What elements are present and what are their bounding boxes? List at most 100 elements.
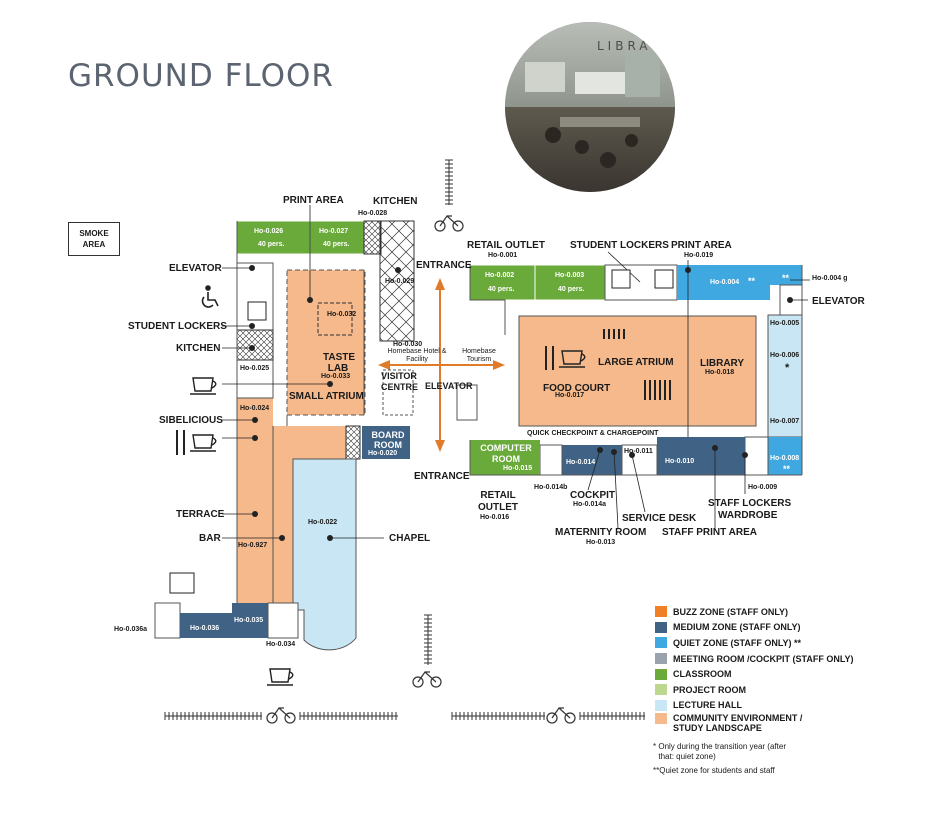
ho033-code: Ho-0.033 [321,373,351,380]
legend-label: LECTURE HALL [673,700,742,711]
cockpit-label: COCKPIT [570,490,615,501]
terrace-label: TERRACE [176,509,225,520]
small-atrium-label: SMALL ATRIUM [289,391,364,402]
legend: BUZZ ZONE (STAFF ONLY) MEDIUM ZONE (STAFF… [655,604,854,737]
chapel [292,458,357,651]
footnotes: * Only during the transition year (after… [653,742,798,776]
page-title: GROUND FLOOR [68,58,334,94]
terrace-bar [237,398,273,608]
room-ho035 [232,603,268,638]
legend-label: QUIET ZONE (STAFF ONLY) ** [673,637,802,648]
ho006-star: * [785,362,790,374]
legend-label: BUZZ ZONE (STAFF ONLY) [673,606,788,617]
ho036a-code: Ho-0.036a [114,626,148,633]
ho028-code: Ho-0.028 [358,210,388,217]
kitchen-top-label: KITCHEN [373,196,418,207]
legend-swatch [655,637,667,649]
large-atrium [518,315,757,427]
legend-item: MEETING ROOM /COCKPIT (STAFF ONLY) [655,651,854,667]
legend-item: PROJECT ROOM [655,682,854,698]
rooms-ho005-ho007 [767,314,803,438]
student-lockers-top-label: STUDENT LOCKERS [570,240,669,251]
ho029-code: Ho-0.029 [385,278,415,285]
service-desk-label: SERVICE DESK [622,513,697,524]
ho006-code: Ho-0.006 [770,352,800,359]
note-2-mark: ** [653,766,660,775]
legend-item: MEDIUM ZONE (STAFF ONLY) [655,620,854,636]
small-atrium [286,269,366,416]
wheelchair-icon [201,285,219,308]
room-ho008 [768,437,802,475]
ho016-code: Ho-0.016 [480,514,510,521]
legend-swatch [655,684,667,696]
ho014-code: Ho-0.014 [566,459,596,466]
legend-swatch [655,621,667,633]
homebase-hotel-label: Homebase Hotel & Facility [387,348,447,363]
legend-label: PROJECT ROOM [673,684,747,695]
ho027-cap: 40 pers. [323,241,350,248]
ho004-stars: ** [748,276,756,286]
ho035-code: Ho-0.035 [234,617,264,624]
restroom-icon [169,269,674,594]
board-room-label: BOARD ROOM [371,430,405,450]
ho010-code: Ho-0.010 [665,458,695,465]
ho032-code: Ho-0.032 [327,311,357,318]
photo-sign: LIBRA [597,39,652,53]
ho008-code: Ho-0.008 [770,455,800,462]
food-court-label: FOOD COURT [543,383,611,394]
staff-print-area-label: STAFF PRINT AREA [662,527,757,538]
room-ho002 [469,264,536,301]
ho002-code: Ho-0.002 [485,272,515,279]
ho030-code: Ho-0.030 [393,341,423,348]
homebase-tourism-label: Homebase Tourism [462,348,496,363]
ho002-cap: 40 pers. [488,286,515,293]
ho022-code: Ho-0.022 [308,519,338,526]
room-ho010 [657,437,745,475]
maternity-room-label: MATERNITY ROOM [555,527,647,538]
elevator-left-label: ELEVATOR [169,263,222,274]
library-photo: LIBRA [505,22,675,192]
ho019-code: Ho-0.019 [684,252,714,259]
ho011-code: Ho-0.011 [624,448,653,455]
ho026-code: Ho-0.026 [254,228,284,235]
ho024-code: Ho-0.024 [240,405,270,412]
student-lockers-left-label: STUDENT LOCKERS [128,321,227,332]
ho025-code: Ho-0.025 [240,365,270,372]
legend-item: LECTURE HALL [655,698,854,714]
computer-room-label: COMPUTER ROOM [480,443,532,464]
ho003-code: Ho-0.003 [555,272,585,279]
ho001-code: Ho-0.001 [488,252,518,259]
ho927-code: Ho-0.927 [238,542,268,549]
note-1: Only during the transition year (after t… [658,742,786,761]
staff-lockers-label: STAFF LOCKERS [708,498,792,509]
legend-item: BUZZ ZONE (STAFF ONLY) [655,604,854,620]
ho014a-code: Ho-0.014a [573,501,607,508]
bar-label: BAR [199,533,221,544]
ho004g-stars: ** [782,273,790,283]
quick-checkpoint-label: QUICK CHECKPOINT & CHARGEPOINT [527,430,659,437]
ho026-cap: 40 pers. [258,241,285,248]
legend-swatch [655,606,667,618]
legend-swatch [655,713,667,725]
retail-outlet-top-label: RETAIL OUTLET [467,240,545,251]
ho018-code: Ho-0.018 [705,369,735,376]
note-2: Quiet zone for students and staff [659,766,775,775]
room-ho027 [309,220,365,255]
entrance-bottom-label: ENTRANCE [414,471,470,482]
ho004g-code: Ho-0.004 g [812,275,848,282]
ho034-code: Ho-0.034 [266,641,296,648]
elevator-mid-label: ELEVATOR [425,381,473,391]
note-1-mark: * [653,742,657,751]
ho017-code: Ho-0.017 [555,392,585,399]
ho004-code: Ho-0.004 [710,279,740,286]
ho015-code: Ho-0.015 [503,465,533,472]
ho005-code: Ho-0.005 [770,320,800,327]
wardrobe-label: WARDROBE [718,510,778,521]
bike-icon [266,215,576,724]
chapel-label: CHAPEL [389,533,431,544]
legend-item: QUIET ZONE (STAFF ONLY) ** [655,635,854,651]
sibelicious-label: SIBELICIOUS [159,415,223,426]
legend-label: CLASSROOM [673,669,732,680]
legend-swatch [655,668,667,680]
